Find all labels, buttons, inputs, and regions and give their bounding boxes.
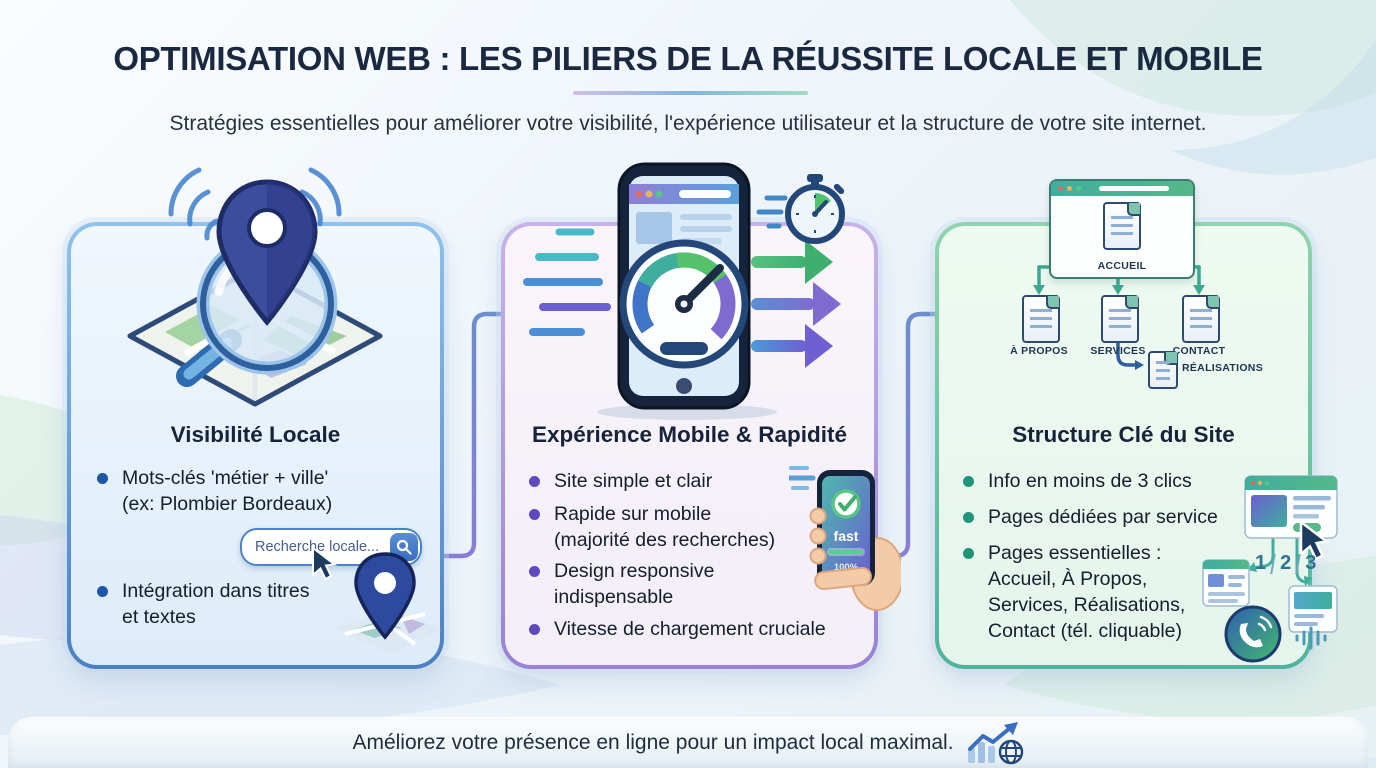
window-address-pill <box>1099 186 1169 191</box>
bullet-item: Pages essentielles : Accueil, À Propos, … <box>963 540 1263 644</box>
bullet-item: Vitesse de chargement cruciale <box>529 616 859 642</box>
bullet-item: Site simple et clair <box>529 468 799 494</box>
step-number: 1 <box>1255 552 1267 574</box>
sitemap-root-label: ACCUEIL <box>1097 260 1147 272</box>
window-dot-red <box>1058 186 1063 191</box>
sitemap-node-label: CONTACT <box>1172 345 1226 357</box>
sitemap-subnode: RÉALISATIONS <box>1148 351 1263 389</box>
click-steps-123: 1 2 3 <box>1255 552 1316 575</box>
sitemap-node: CONTACT <box>1173 295 1225 357</box>
card-structure-site: ACCUEIL À PROPOS SERVICES CONTACT RÉALIS… <box>935 179 1338 669</box>
bullet-dot <box>529 624 540 635</box>
bullet-text: Info en moins de 3 clics <box>988 470 1192 492</box>
step-number: 2 <box>1280 552 1292 574</box>
bullet-dot <box>963 548 974 559</box>
bullet-text: Mots-clés 'métier + ville' (ex: Plombier… <box>122 467 333 515</box>
bullet-item: Mots-clés 'métier + ville' (ex: Plombier… <box>97 465 417 517</box>
bullet-text: Site simple et clair <box>554 470 713 492</box>
footer-banner: Améliorez votre présence en ligne pour u… <box>8 718 1368 768</box>
bullet-text: Intégration dans titres et textes <box>122 580 310 628</box>
bullet-dot <box>529 509 540 520</box>
search-placeholder: Recherche locale... <box>255 539 380 555</box>
bullet-text: Pages essentielles : Accueil, À Propos, … <box>988 542 1186 642</box>
bullet-item: Rapide sur mobile (majorité des recherch… <box>529 501 809 553</box>
sitemap-illustration: ACCUEIL À PROPOS SERVICES CONTACT RÉALIS… <box>935 177 1312 409</box>
page-doc-icon <box>1101 295 1139 343</box>
window-dot-amber <box>1067 186 1072 191</box>
sitemap-node-label: À PROPOS <box>1010 345 1068 357</box>
bullet-dot <box>529 476 540 487</box>
search-input[interactable]: Recherche locale... <box>240 528 422 566</box>
magnifier-icon <box>396 539 412 555</box>
search-button[interactable] <box>390 533 418 561</box>
sitemap-subnode-label: RÉALISATIONS <box>1182 362 1263 374</box>
bullet-dot <box>529 566 540 577</box>
bullet-text: Design responsive indispensable <box>554 560 715 608</box>
card1-title: Visibilité Locale <box>170 422 341 447</box>
step-divider <box>1270 553 1276 574</box>
window-titlebar <box>1051 181 1193 196</box>
card-visibilite-locale: Visibilité Locale Mots-clés 'métier + vi… <box>67 167 444 669</box>
page-doc-icon <box>1022 295 1060 343</box>
growth-globe-icon <box>967 722 1023 765</box>
page-doc-icon <box>1182 295 1220 343</box>
bullet-text: Rapide sur mobile (majorité des recherch… <box>554 503 776 551</box>
card3-title: Structure Clé du Site <box>1012 422 1235 447</box>
bullet-dot <box>963 512 974 523</box>
step-number: 3 <box>1305 552 1317 574</box>
window-dot-green <box>1076 186 1081 191</box>
card-experience-mobile: Expérience Mobile & Rapidité Site simple… <box>501 162 901 669</box>
bullet-item: Intégration dans titres et textes <box>97 578 417 630</box>
bullet-item: Design responsive indispensable <box>529 558 809 610</box>
sitemap-node: À PROPOS <box>1010 295 1068 357</box>
bullet-text: Pages dédiées par service <box>988 506 1218 528</box>
page-title: OPTIMISATION WEB : LES PILIERS DE LA RÉU… <box>113 40 1263 77</box>
bullet-item: Pages dédiées par service <box>963 504 1263 530</box>
title-underline <box>573 91 808 95</box>
bullet-text: Vitesse de chargement cruciale <box>554 618 826 640</box>
page-subtitle: Stratégies essentielles pour améliorer v… <box>169 112 1207 135</box>
bullet-item: Info en moins de 3 clics <box>963 468 1263 494</box>
card2-title: Expérience Mobile & Rapidité <box>531 422 848 447</box>
bullet-dot <box>963 476 974 487</box>
sitemap-node-label: SERVICES <box>1090 345 1146 357</box>
page-doc-icon <box>1103 202 1141 250</box>
sitemap-node: SERVICES <box>1090 295 1145 357</box>
footer-text: Améliorez votre présence en ligne pour u… <box>352 731 954 754</box>
bullet-dot <box>97 473 108 484</box>
bullet-dot <box>97 586 108 597</box>
step-divider <box>1295 553 1302 574</box>
page-doc-icon <box>1148 351 1178 389</box>
sitemap-browser-window: ACCUEIL <box>1049 179 1195 279</box>
